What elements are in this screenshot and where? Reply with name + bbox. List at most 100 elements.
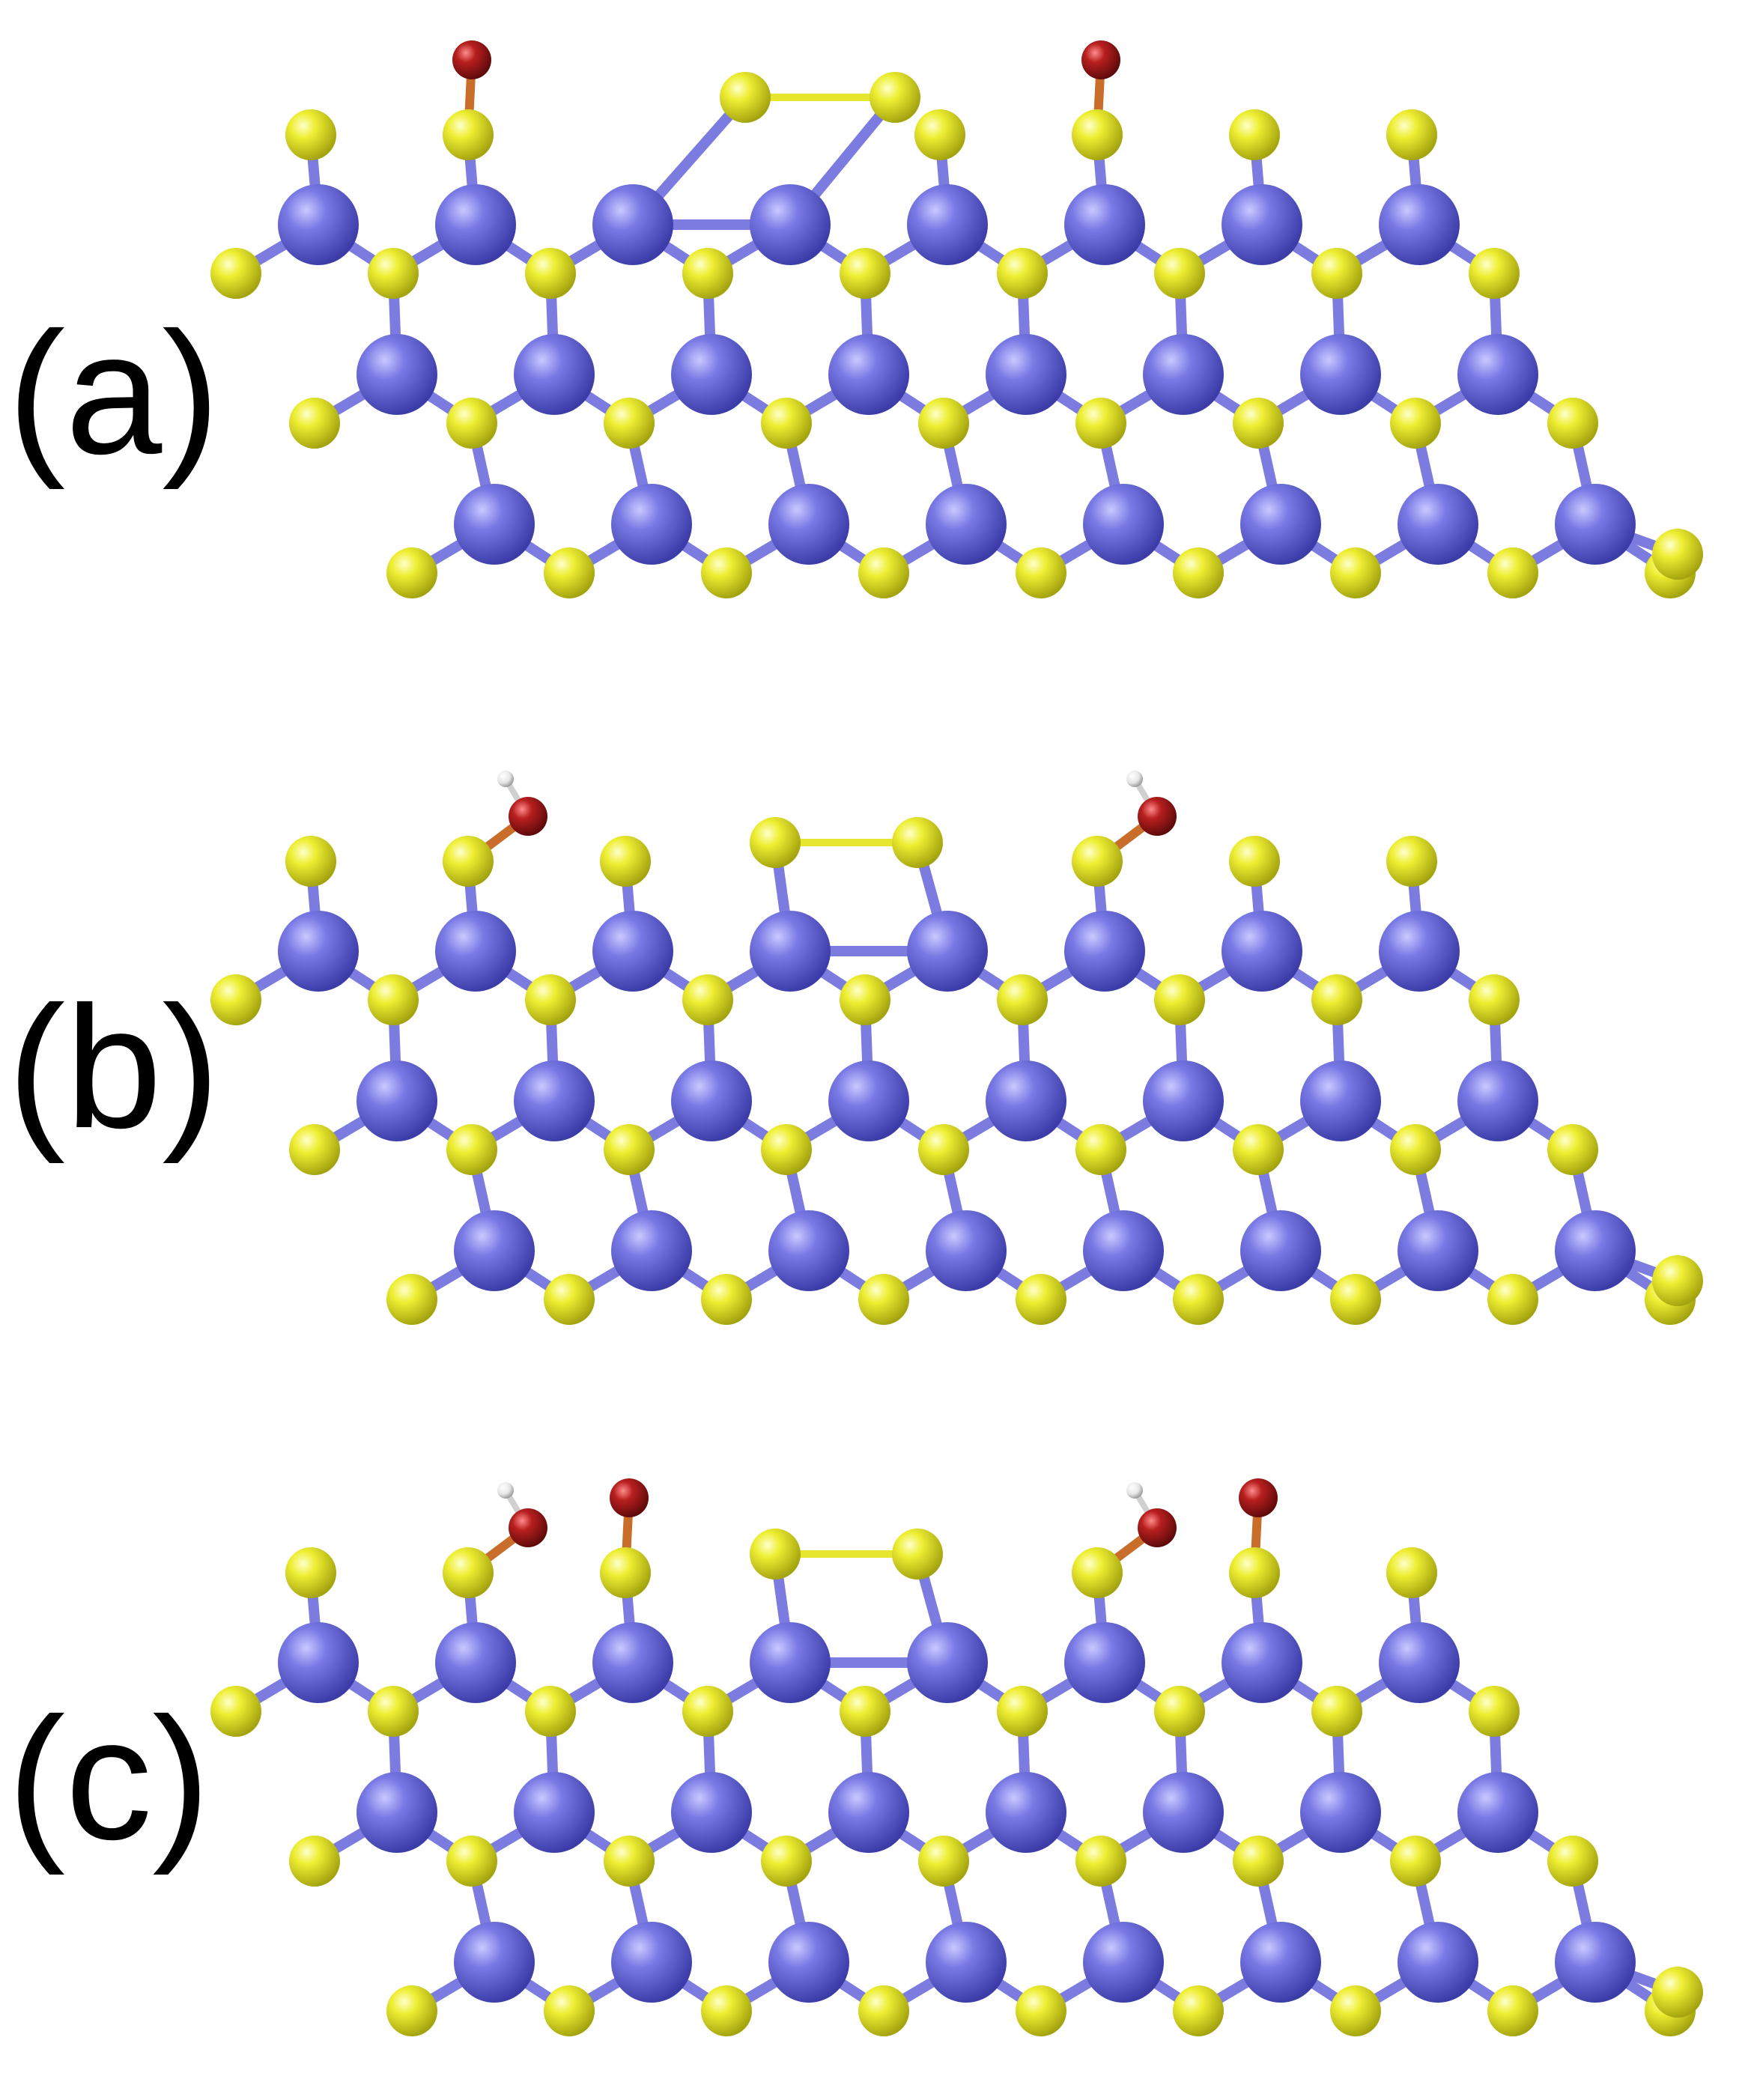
sulfur-atom	[720, 72, 771, 123]
metal-atom	[1143, 334, 1224, 415]
oxygen-atom	[509, 797, 547, 836]
sulfur-atom	[1547, 398, 1598, 449]
sulfur-atom	[210, 248, 261, 299]
metal-atom	[926, 1210, 1007, 1291]
sulfur-atom	[604, 1836, 655, 1887]
metal-atom	[435, 1622, 516, 1703]
metal-atom	[356, 334, 437, 415]
sulfur-atom	[1487, 1985, 1538, 2036]
sulfur-atom	[544, 547, 595, 598]
sulfur-atom	[701, 1274, 752, 1325]
sulfur-atom	[525, 248, 576, 299]
sulfur-atom	[443, 1547, 494, 1598]
metal-atom	[278, 1622, 359, 1703]
sulfur-atom	[1173, 1985, 1224, 2036]
metal-atom	[514, 1060, 595, 1141]
sulfur-atom	[892, 1529, 943, 1579]
metal-atom	[1222, 1622, 1302, 1703]
sulfur-atom	[285, 836, 336, 887]
hydrogen-atom	[497, 771, 514, 787]
sulfur-atom	[1390, 1124, 1441, 1175]
sulfur-atom	[544, 1274, 595, 1325]
sulfur-atom	[289, 1124, 340, 1175]
sulfur-atom	[1154, 1686, 1205, 1737]
sulfur-atom	[918, 1836, 969, 1887]
sulfur-atom	[1386, 109, 1437, 160]
metal-atom	[907, 911, 988, 992]
metal-atom	[926, 1922, 1007, 2003]
sulfur-atom	[1075, 1836, 1126, 1887]
sulfur-atom	[210, 974, 261, 1025]
sulfur-atom	[761, 1124, 812, 1175]
oxygen-atom	[610, 1478, 649, 1517]
sulfur-atom	[285, 1547, 336, 1598]
oxygen-atom	[1138, 797, 1177, 836]
sulfur-atom	[1652, 529, 1703, 580]
sulfur-atom	[750, 817, 801, 868]
metal-atom	[514, 1772, 595, 1853]
sulfur-atom	[1487, 547, 1538, 598]
sulfur-atom	[997, 1686, 1048, 1737]
metal-atom	[435, 911, 516, 992]
sulfur-atom	[210, 1686, 261, 1737]
metal-atom	[1083, 1922, 1164, 2003]
sulfur-atom	[1075, 398, 1126, 449]
sulfur-atom	[682, 1686, 733, 1737]
hydrogen-atom	[1126, 771, 1143, 787]
sulfur-atom	[1154, 248, 1205, 299]
sulfur-atom	[368, 974, 419, 1025]
metal-atom	[750, 1622, 831, 1703]
sulfur-atom	[386, 1274, 437, 1325]
metal-atom	[828, 1060, 909, 1141]
sulfur-atom	[1390, 398, 1441, 449]
metal-atom	[611, 1210, 692, 1291]
sulfur-atom	[604, 398, 655, 449]
sulfur-atom	[1547, 1124, 1598, 1175]
sulfur-atom	[858, 547, 909, 598]
panel-label-a: (a)	[7, 297, 220, 491]
sulfur-atom	[289, 398, 340, 449]
metal-atom	[1083, 1210, 1164, 1291]
metal-atom	[278, 184, 359, 265]
metal-atom	[1555, 1922, 1636, 2003]
metal-atom	[1143, 1772, 1224, 1853]
sulfur-atom	[1330, 1274, 1381, 1325]
sulfur-atom	[761, 1836, 812, 1887]
sulfur-atom	[1311, 248, 1362, 299]
sulfur-atom	[1311, 1686, 1362, 1737]
sulfur-atom	[443, 109, 494, 160]
sulfur-atom	[892, 817, 943, 868]
sulfur-atom	[918, 398, 969, 449]
oxygen-atom	[509, 1508, 547, 1547]
metal-atom	[768, 1210, 849, 1291]
oxygen-atom	[1081, 40, 1120, 79]
sulfur-atom	[600, 1547, 651, 1598]
sulfur-atom	[1229, 109, 1280, 160]
metal-atom	[768, 484, 849, 565]
sulfur-atom	[443, 836, 494, 887]
sulfur-atom	[1311, 974, 1362, 1025]
metal-atom	[671, 334, 752, 415]
metal-atom	[671, 1772, 752, 1853]
metal-atom	[1240, 484, 1321, 565]
metal-atom	[592, 184, 673, 265]
metal-atom	[1379, 911, 1460, 992]
metal-atom	[454, 1210, 535, 1291]
metal-atom	[435, 184, 516, 265]
sulfur-atom	[1390, 1836, 1441, 1887]
sulfur-atom	[914, 109, 965, 160]
sulfur-atom	[1469, 248, 1520, 299]
metal-atom	[671, 1060, 752, 1141]
metal-atom	[986, 334, 1066, 415]
metal-atom	[828, 334, 909, 415]
sulfur-atom	[1652, 1967, 1703, 2018]
sulfur-atom	[1173, 547, 1224, 598]
metal-atom	[907, 1622, 988, 1703]
panel-label-b: (b)	[7, 971, 220, 1165]
sulfur-atom	[446, 1124, 497, 1175]
metal-atom	[1555, 484, 1636, 565]
sulfur-atom	[1233, 1124, 1284, 1175]
sulfur-atom	[1652, 1255, 1703, 1306]
sulfur-atom	[1072, 836, 1123, 887]
